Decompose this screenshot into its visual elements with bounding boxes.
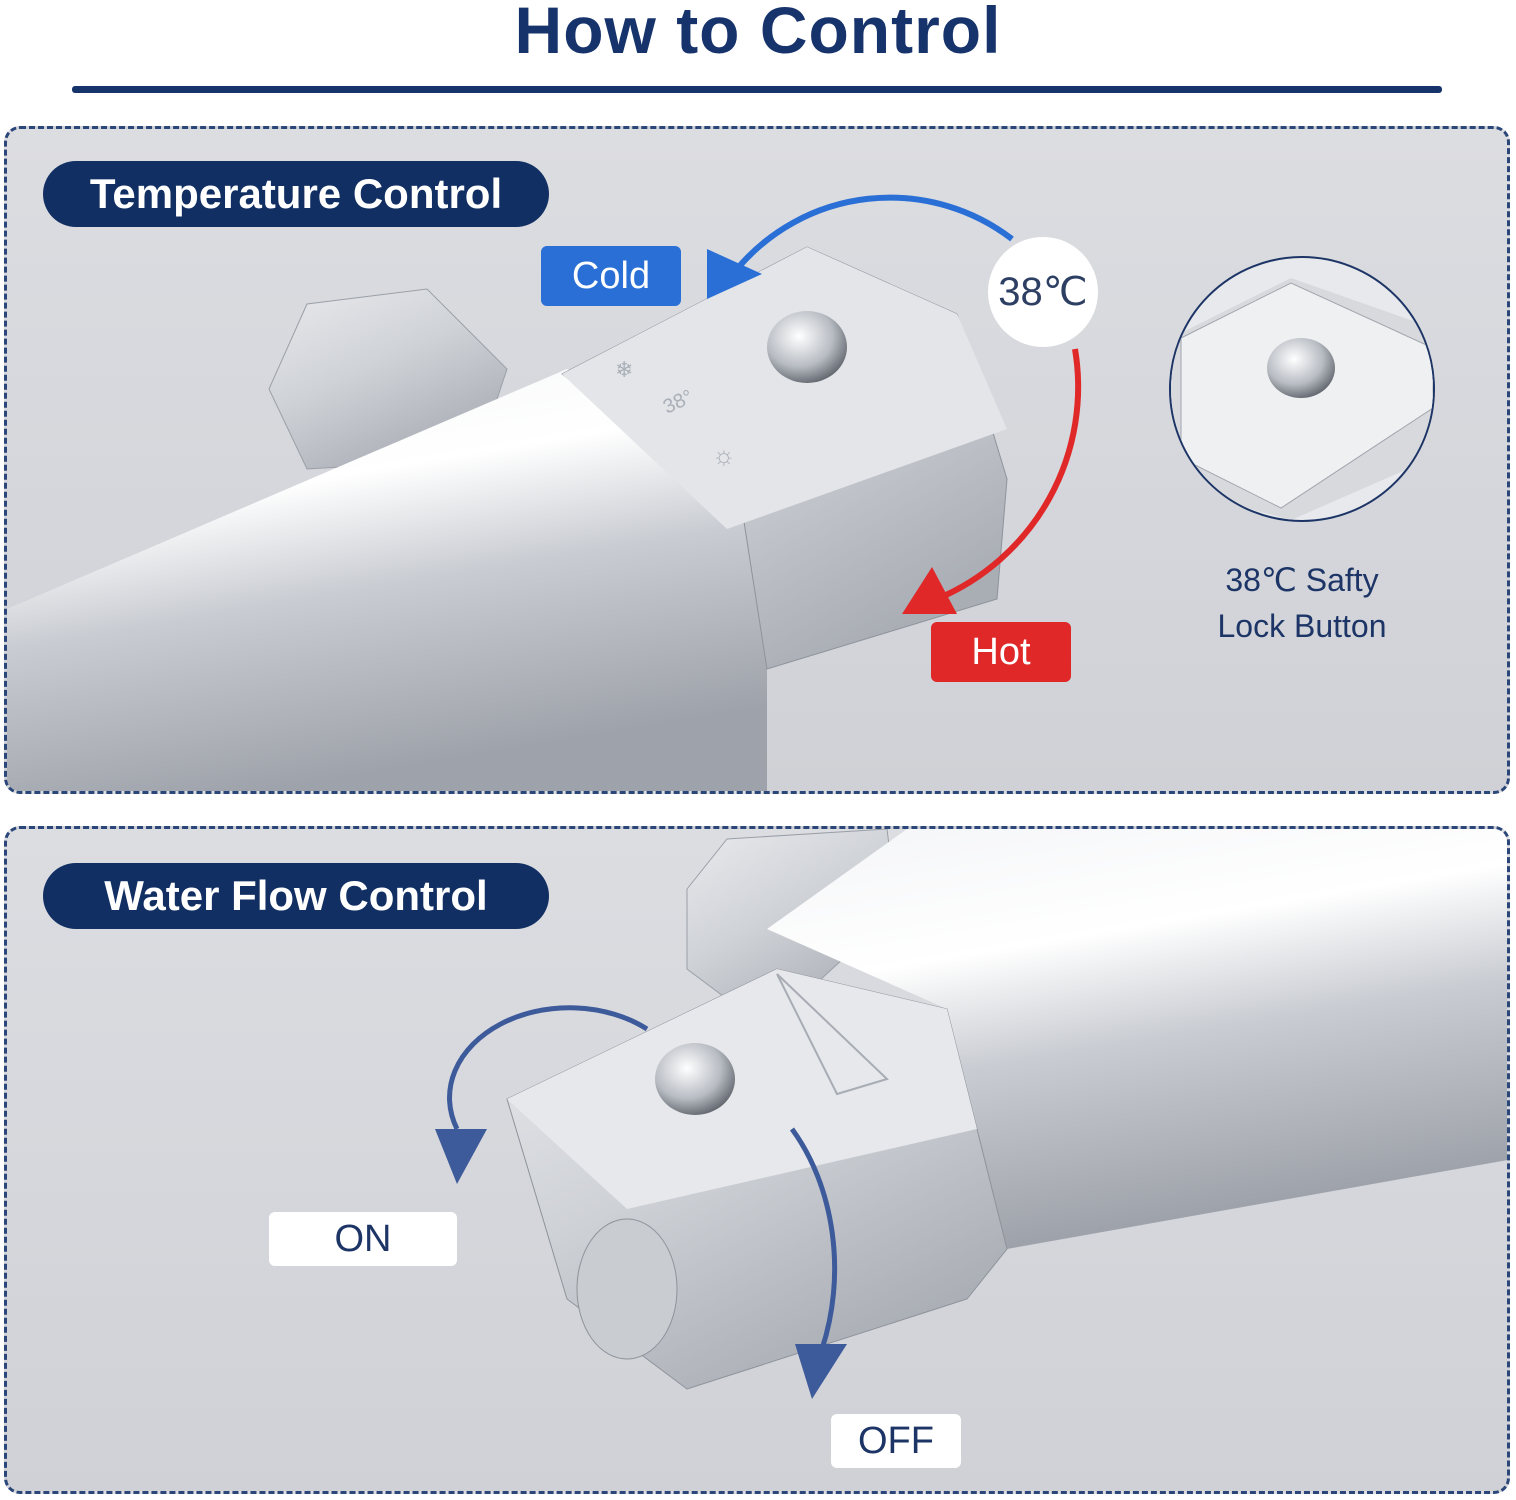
on-label: ON bbox=[269, 1212, 457, 1266]
thermostat-valve-illustration: ❄ 38° ☼ bbox=[7, 194, 1082, 791]
snowflake-icon: ❄ bbox=[615, 357, 633, 382]
caption-line-2: Lock Button bbox=[1217, 608, 1387, 644]
hot-arrow bbox=[935, 348, 1082, 602]
page-title: How to Control bbox=[514, 0, 1002, 67]
sun-icon: ☼ bbox=[712, 440, 736, 470]
off-label: OFF bbox=[831, 1414, 961, 1468]
flow-valve-illustration bbox=[435, 829, 1507, 1399]
temperature-control-panel: ❄ 38° ☼ Temperature Control Cold Hot 38℃… bbox=[4, 126, 1510, 794]
cold-label: Cold bbox=[541, 246, 681, 306]
cold-arrow bbox=[734, 194, 1014, 271]
safety-lock-caption: 38℃ Safty Lock Button bbox=[1157, 557, 1447, 649]
safety-lock-inset bbox=[1169, 256, 1435, 522]
temperature-value: 38℃ bbox=[988, 237, 1098, 347]
flow-indicator-icon bbox=[776, 973, 889, 1096]
temperature-control-badge: Temperature Control bbox=[43, 161, 549, 227]
lock-button-icon bbox=[1267, 338, 1335, 398]
caption-line-1: 38℃ Safty bbox=[1225, 562, 1379, 598]
on-arrow bbox=[447, 1005, 649, 1131]
hot-label: Hot bbox=[931, 622, 1071, 682]
water-flow-control-badge: Water Flow Control bbox=[43, 863, 549, 929]
water-flow-control-panel: Water Flow Control ON OFF bbox=[4, 826, 1510, 1494]
title-underline bbox=[72, 86, 1442, 93]
off-arrow bbox=[789, 1127, 838, 1350]
